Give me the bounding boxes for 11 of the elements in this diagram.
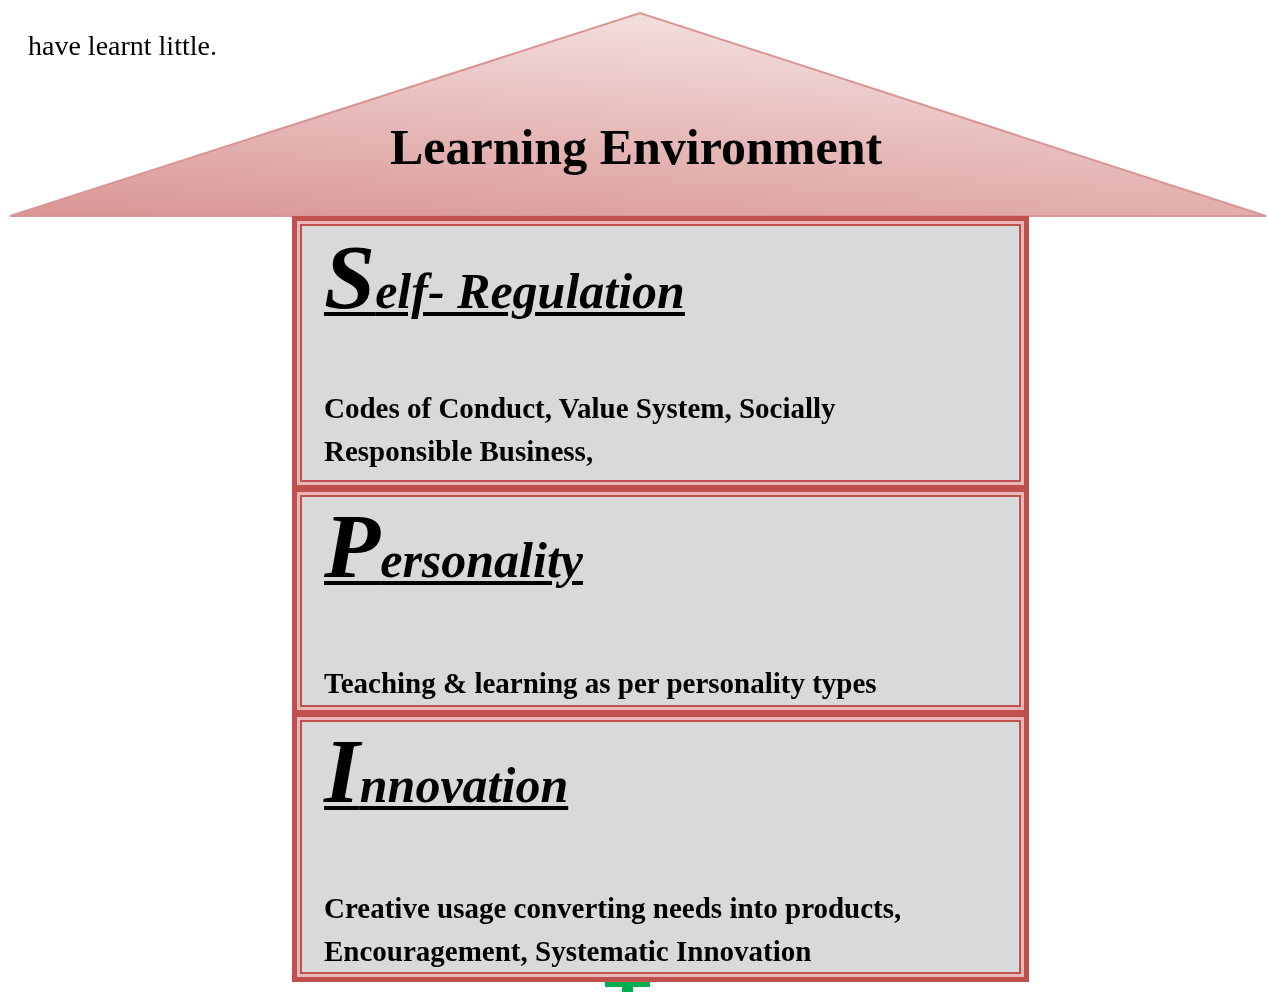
- pillar-description: Creative usage converting needs into products, Encouragement, Systematic Innovation: [324, 891, 903, 969]
- pillar-description: Teaching & learning as per personality types: [324, 666, 878, 701]
- text-fragment: have learnt little.: [28, 30, 217, 62]
- pillar-box: [292, 487, 1029, 715]
- pillar-heading: Personality: [324, 500, 583, 592]
- pillar-box: [292, 712, 1029, 982]
- roof-title: Learning Environment: [389, 119, 883, 175]
- pillar-description: Codes of Conduct, Value System, Socially Responsible Business,: [324, 391, 837, 469]
- pillar-heading: Innovation: [324, 725, 569, 817]
- pillar-heading: Self- Regulation: [324, 231, 685, 323]
- pillar-box: [292, 216, 1029, 490]
